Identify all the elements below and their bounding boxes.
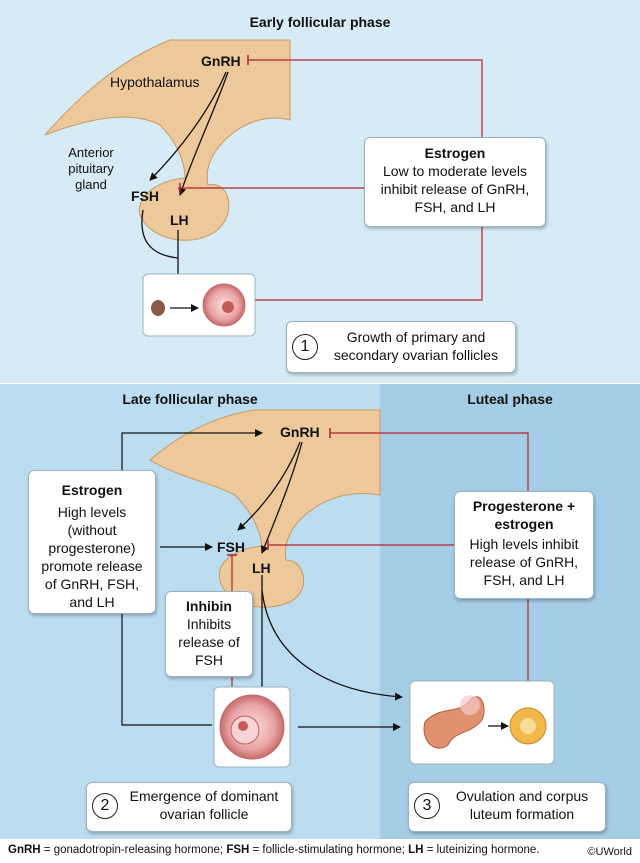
early-fsh-label: FSH <box>131 188 159 204</box>
footer-fsh-def: = follicle-stimulating hormone; <box>249 844 409 856</box>
inhibin-title: Inhibin <box>186 598 232 614</box>
early-hypothalamus-pituitary <box>44 39 291 241</box>
footer-gnrh-abbr: GnRH <box>8 844 41 856</box>
early-gnrh-fsh-arrow <box>149 71 227 181</box>
progesterone-box: Progesterone + estrogen High levels inhi… <box>454 491 594 599</box>
step3-text: Ovulation and corpus luteum formation <box>455 788 589 822</box>
footer-lh-def: = luteinizing hormone. <box>423 844 540 856</box>
late-title: Late follicular phase <box>122 391 258 407</box>
early-fsh-line <box>141 209 179 259</box>
late-hypothalamus-pituitary <box>149 409 381 608</box>
early-lh-label: LH <box>170 212 189 228</box>
late-estrogen-text: High levels (without progesterone) promo… <box>41 504 143 610</box>
step2-text: Emergence of dominant ovarian follicle <box>129 788 279 822</box>
step3-box <box>408 782 606 832</box>
inhibin-box: Inhibin Inhibits release of FSH <box>165 591 253 677</box>
late-estrogen-title: Estrogen <box>61 482 123 498</box>
late-lh-label: LH <box>252 560 271 576</box>
primary-follicle <box>151 300 165 316</box>
credit-text: ©UWorld <box>587 846 632 858</box>
luteal-title: Luteal phase <box>467 391 553 407</box>
step1-box <box>286 321 516 373</box>
late-estrogen-box: Estrogen High levels (without progestero… <box>28 470 156 614</box>
early-gnrh-lh-arrow <box>178 71 229 196</box>
step1-text: Growth of primary and secondary ovarian … <box>333 329 499 363</box>
early-estrogen-text: Low to moderate levels inhibit release o… <box>380 163 530 215</box>
early-estrogen-box: Estrogen Low to moderate levels inhibit … <box>364 137 546 227</box>
early-title: Early follicular phase <box>249 14 391 30</box>
footer-legend: GnRH = gonadotropin-releasing hormone; F… <box>8 844 540 856</box>
step2-number: 2 <box>92 793 118 819</box>
progesterone-title: Progesterone + estrogen <box>472 498 576 532</box>
progesterone-text: High levels inhibit release of GnRH, FSH… <box>469 536 579 588</box>
early-gnrh-label: GnRH <box>201 53 241 69</box>
footer-gnrh-def: = gonadotropin-releasing hormone; <box>40 844 227 856</box>
hypothalamus-label: Hypothalamus <box>110 74 200 90</box>
late-fsh-label: FSH <box>217 539 245 555</box>
early-estrogen-title: Estrogen <box>424 145 486 161</box>
pituitary-label: Anterior pituitary gland <box>68 145 114 192</box>
late-gnrh-label: GnRH <box>280 424 320 440</box>
inhibin-text: Inhibits release of FSH <box>178 616 240 668</box>
footer-lh-abbr: LH <box>408 844 424 856</box>
step3-number: 3 <box>414 793 440 819</box>
footer-fsh-abbr: FSH <box>226 844 250 856</box>
step1-number: 1 <box>292 334 318 360</box>
step2-box <box>86 782 292 832</box>
